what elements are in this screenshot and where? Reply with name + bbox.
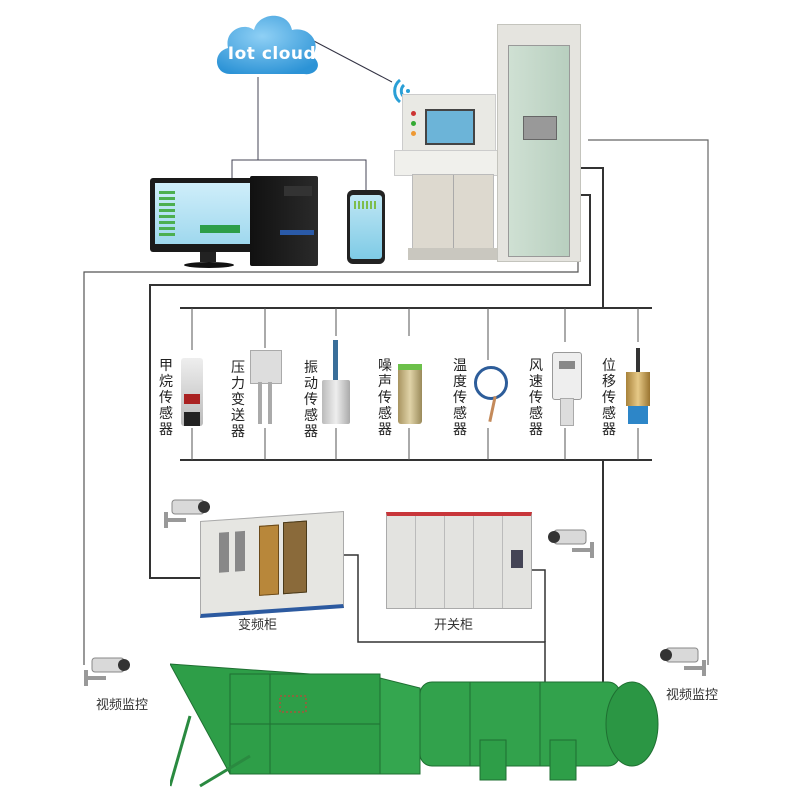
sensor-label-windspeed: 风速传感器 (529, 358, 543, 438)
switch-label: 开关柜 (434, 618, 474, 633)
cloud-label: Iot cloud (227, 44, 317, 64)
vfd-label: 变频柜 (238, 618, 278, 633)
methane-sensor-icon (181, 358, 203, 426)
displacement-sensor-icon (626, 372, 650, 406)
cabinet-door (508, 45, 570, 257)
console-screen (425, 109, 475, 145)
switch-cabinet (386, 512, 532, 609)
monitor-stand (200, 252, 216, 262)
desktop-monitor (150, 178, 268, 252)
displacement-sensor-cap (628, 406, 648, 424)
temperature-sensor-icon (474, 366, 508, 400)
monitor-base (184, 262, 234, 268)
pressure-transmitter-icon (250, 350, 282, 384)
switch-fan-wire (530, 569, 546, 642)
right-camera-wire (588, 139, 709, 665)
noise-sensor-icon (398, 364, 422, 424)
sensor-label-vibration: 振动传感器 (304, 360, 318, 440)
sensor-label-noise: 噪声传感器 (378, 358, 392, 438)
camera-icon (548, 529, 594, 558)
sensor-label-pressure: 压力变送器 (231, 360, 245, 440)
pc-tower (250, 176, 318, 266)
console-foot (408, 248, 504, 260)
console-desk (394, 150, 504, 176)
cloud-icon (216, 15, 318, 75)
sensor-label-methane: 甲烷传感器 (159, 358, 173, 438)
cloud-wifi-link (311, 39, 393, 83)
vfd-fan-wire (342, 554, 546, 690)
cloud-device-bus (231, 159, 367, 190)
pressure-port (258, 382, 262, 424)
camera-label-right: 视频监控 (666, 688, 719, 703)
sensor-label-displacement: 位移传感器 (602, 358, 616, 438)
camera-label-left: 视频监控 (96, 698, 149, 713)
camera-icon (84, 657, 130, 686)
monitor-screen (155, 183, 263, 244)
smartphone (347, 190, 385, 264)
ventilation-fan (170, 663, 659, 788)
wind-speed-sensor-icon (552, 352, 582, 400)
cabinet-display (523, 116, 557, 140)
camera-icon (660, 647, 706, 676)
vfd-cabinet (200, 510, 344, 619)
wind-speed-probe (560, 398, 574, 426)
sensor-label-temperature: 温度传感器 (453, 358, 467, 438)
vibration-cable (333, 340, 338, 380)
vfd-wire (149, 194, 591, 579)
vibration-sensor-icon (322, 380, 350, 424)
pressure-port (268, 382, 272, 424)
displacement-cable (636, 348, 640, 372)
console-base (412, 174, 494, 250)
camera-icon (164, 499, 210, 528)
sensor-drops (191, 308, 639, 460)
operation-console (402, 94, 496, 152)
control-cabinet (497, 24, 581, 262)
